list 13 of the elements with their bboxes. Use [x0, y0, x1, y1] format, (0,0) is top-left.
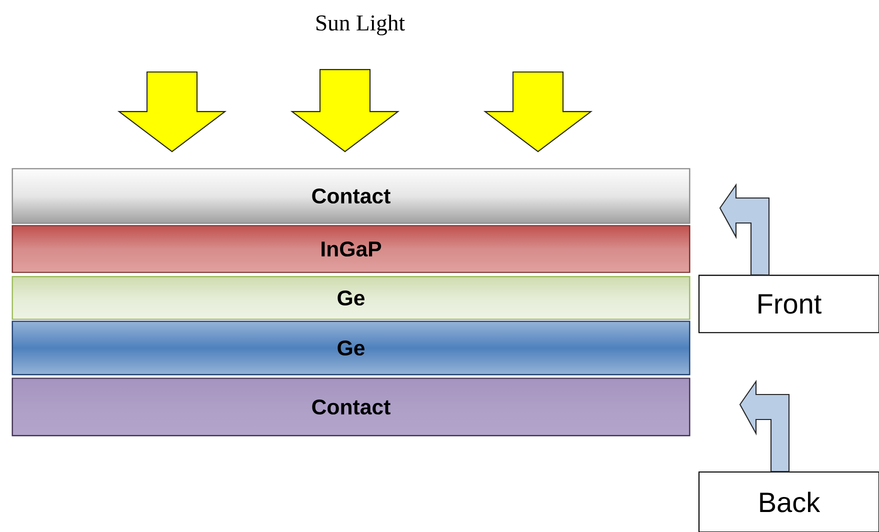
block-arrow — [483, 71, 593, 152]
label-box: Back — [698, 471, 879, 532]
block-arrow — [290, 69, 400, 152]
block-arrow — [117, 71, 227, 152]
label-box: Front — [698, 274, 879, 334]
layer-band: Contact — [12, 378, 690, 436]
bent-arrow — [719, 183, 770, 276]
layer-band: InGaP — [12, 225, 690, 273]
layer-band: Ge — [12, 276, 690, 320]
heading: Sun Light — [316, 14, 405, 36]
bent-arrow — [739, 380, 790, 472]
layer-band: Contact — [12, 168, 690, 224]
layer-band: Ge — [12, 320, 690, 376]
